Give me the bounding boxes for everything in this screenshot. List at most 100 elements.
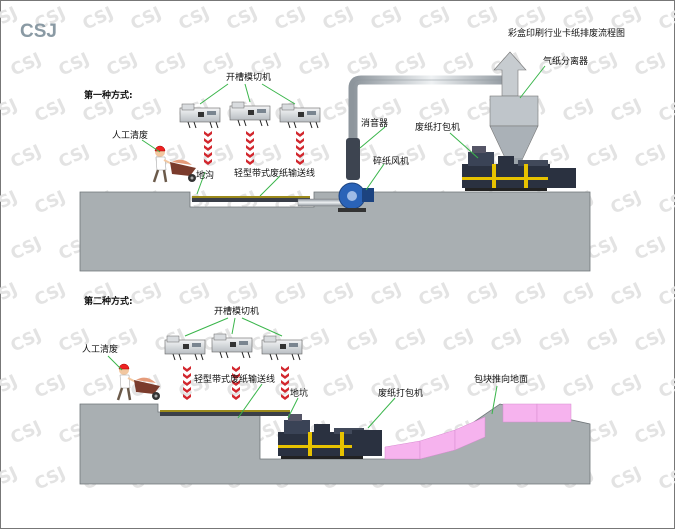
method1-silencer-label: 消音器 [361,117,388,129]
watermark-mark: CSJ [8,233,45,264]
watermark-mark: CSJ [176,3,213,34]
watermark-mark: CSJ [608,279,645,310]
watermark-mark: CSJ [344,325,381,356]
method1-leaders [141,65,546,197]
watermark-mark: CSJ [80,371,117,402]
watermark-mark: CSJ [416,279,453,310]
method2-scene: 第二种方式: 开 [79,295,591,485]
watermark-mark: CSJ [560,371,597,402]
watermark-mark: CSJ [8,141,45,172]
method1-fan-label: 碎纸风机 [373,155,409,167]
watermark-mark: CSJ [80,3,117,34]
watermark-mark: CSJ [512,279,549,310]
watermark-mark: CSJ [656,3,675,34]
watermark-mark: CSJ [224,279,261,310]
watermark-mark: CSJ [464,279,501,310]
watermark-mark: CSJ [656,187,675,218]
watermark-mark: CSJ [0,95,21,126]
page-title: 彩盒印刷行业卡纸排废流程图 [508,27,625,39]
watermark-mark: CSJ [0,279,21,310]
watermark-mark: CSJ [128,3,165,34]
watermark-mark: CSJ [56,49,93,80]
watermark-mark: CSJ [608,95,645,126]
watermark-mark: CSJ [320,3,357,34]
method1-trench-label: 地沟 [196,169,214,181]
method2-push-label: 包块推向地面 [474,373,528,385]
method1-die-cutter-label: 开槽模切机 [226,71,271,83]
watermark-mark: CSJ [608,187,645,218]
watermark-mark: CSJ [128,279,165,310]
watermark-mark: CSJ [416,3,453,34]
watermark-mark: CSJ [584,141,621,172]
watermark-mark: CSJ [560,279,597,310]
method2-manual-label: 人工清废 [82,343,118,355]
watermark-mark: CSJ [32,95,69,126]
watermark-mark: CSJ [608,463,645,494]
watermark-mark: CSJ [152,49,189,80]
method1-separator-label: 气纸分离器 [543,55,588,67]
watermark-mark: CSJ [464,3,501,34]
method2-conveyor-label: 轻型带式废纸输送线 [194,373,275,385]
method2-leaders [107,317,498,429]
watermark-mark: CSJ [0,3,21,34]
method1-baler-label: 废纸打包机 [415,121,460,133]
watermark-mark: CSJ [536,325,573,356]
method1-silencer [346,138,360,180]
watermark-mark: CSJ [296,49,333,80]
watermark-mark: CSJ [656,371,675,402]
watermark-mark: CSJ [608,371,645,402]
method1-ground [79,191,591,272]
watermark-mark: CSJ [200,141,237,172]
watermark-mark: CSJ [656,463,675,494]
watermark-mark: CSJ [416,95,453,126]
watermark-mark: CSJ [656,279,675,310]
method1-manual-label: 人工清废 [112,129,148,141]
watermark-mark: CSJ [32,463,69,494]
csj-logo: CSJ [20,21,57,42]
watermark-mark: CSJ [128,95,165,126]
watermark-mark: CSJ [104,141,141,172]
watermark-mark: CSJ [272,279,309,310]
watermark-mark: CSJ [32,187,69,218]
watermark-mark: CSJ [560,95,597,126]
method2-die-cutter-label: 开槽模切机 [214,305,259,317]
method2-baler-label: 废纸打包机 [378,387,423,399]
watermark-mark: CSJ [0,463,21,494]
watermark-mark: CSJ [56,141,93,172]
watermark-mark: CSJ [104,49,141,80]
watermark-mark: CSJ [320,371,357,402]
watermark-mark: CSJ [632,49,669,80]
watermark-mark: CSJ [368,279,405,310]
watermark-mark: CSJ [488,325,525,356]
method1-fan [338,182,374,212]
watermark-mark: CSJ [632,233,669,264]
method1-conveyor-belt [192,196,310,202]
method2-conveyor-belt [160,410,290,416]
watermark-mark: CSJ [8,417,45,448]
watermark-mark: CSJ [176,279,213,310]
watermark-mark: CSJ [32,371,69,402]
watermark-mark: CSJ [8,49,45,80]
watermark-mark: CSJ [0,187,21,218]
watermark-mark: CSJ [632,325,669,356]
method2-bale-blocks [384,403,572,460]
watermark-mark: CSJ [656,95,675,126]
method1-conveyor-label: 轻型带式废纸输送线 [234,167,315,179]
method1-scene: 第一种方式: [79,51,591,272]
watermark-mark: CSJ [440,325,477,356]
method1-duct [297,198,344,207]
method1-heading: 第一种方式: [84,89,133,101]
watermark-mark: CSJ [8,325,45,356]
watermark-mark: CSJ [392,325,429,356]
watermark-mark: CSJ [0,371,21,402]
watermark-mark: CSJ [368,3,405,34]
watermark-mark: CSJ [632,417,669,448]
watermark-mark: CSJ [224,3,261,34]
watermark-mark: CSJ [32,279,69,310]
method2-heading: 第二种方式: [84,295,133,307]
watermark-mark: CSJ [584,49,621,80]
watermark-mark: CSJ [632,141,669,172]
watermark-mark: CSJ [272,3,309,34]
watermark-mark: CSJ [584,325,621,356]
